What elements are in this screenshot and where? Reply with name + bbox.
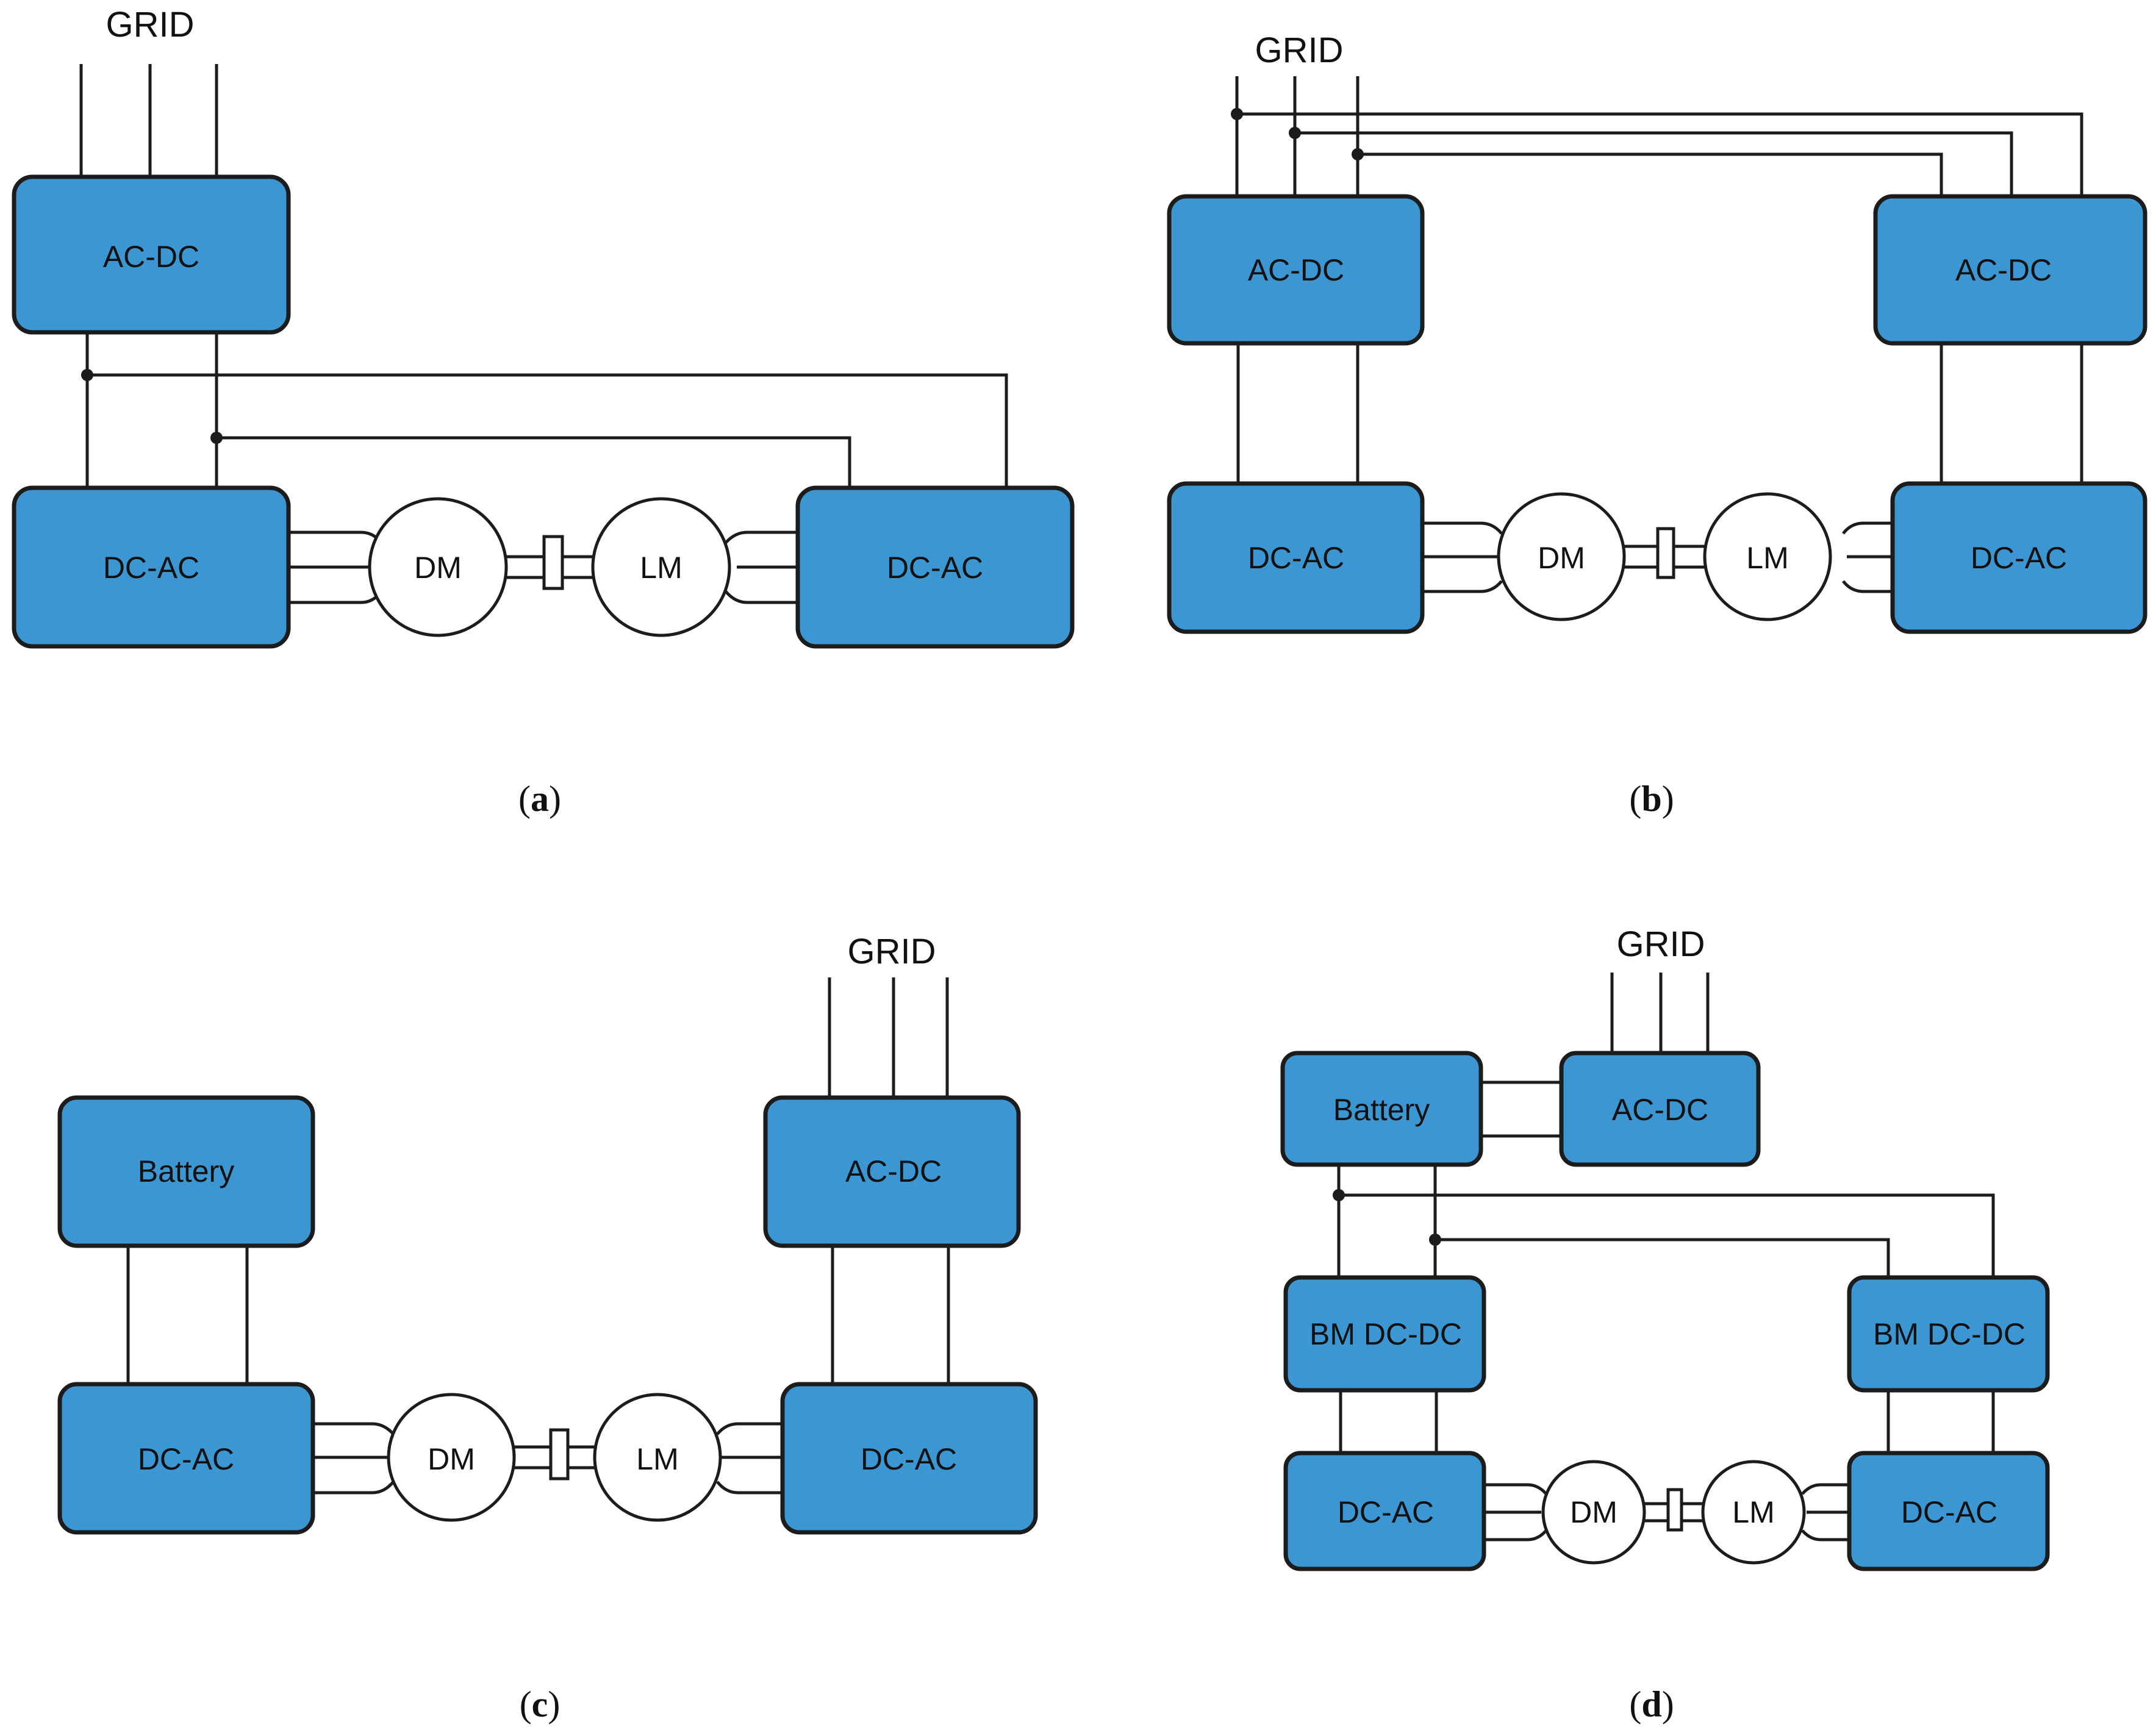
- dm-label: DM: [1538, 541, 1585, 575]
- acdc-block: [1559, 1051, 1761, 1167]
- acdc-right-label: AC-DC: [1955, 253, 2052, 287]
- load-motor: [593, 1393, 722, 1522]
- dcac-left-label: DC-AC: [1338, 1495, 1434, 1529]
- panel-d: GRID Battery AC-DC BM DC-DC BM DC-DC DC-…: [1280, 924, 2050, 1724]
- acdc-label: AC-DC: [1612, 1093, 1708, 1127]
- acdc-label: AC-DC: [103, 240, 199, 274]
- drive-motor: [1497, 492, 1626, 621]
- acdc-left-label: AC-DC: [1248, 253, 1344, 287]
- lm-label: LM: [1732, 1495, 1774, 1529]
- dcac-left-label: DC-AC: [1248, 541, 1344, 575]
- dcac-block-left: [1167, 481, 1425, 634]
- dcac-block-left: [57, 1382, 315, 1535]
- dcac-right-label: DC-AC: [1901, 1495, 1997, 1529]
- dcac-left-label: DC-AC: [103, 551, 199, 585]
- dcac-left-label: DC-AC: [138, 1442, 234, 1476]
- drive-motor: [1541, 1460, 1646, 1565]
- bm-left-label: BM DC-DC: [1309, 1317, 1462, 1351]
- lm-label: LM: [636, 1442, 678, 1476]
- battery-label: Battery: [138, 1154, 234, 1188]
- dcac-right-label: DC-AC: [1971, 541, 2067, 575]
- dcac-block-right: [795, 485, 1075, 649]
- grid-label: GRID: [1617, 924, 1705, 964]
- caption-d: (d): [1629, 1684, 1674, 1724]
- drive-motor: [387, 1393, 516, 1522]
- caption-a: (a): [518, 779, 561, 819]
- caption-b: (b): [1629, 779, 1674, 819]
- dm-label: DM: [414, 551, 462, 585]
- battery-block: [57, 1095, 315, 1248]
- dcac-block-right: [780, 1382, 1038, 1535]
- grid-label: GRID: [1255, 30, 1344, 70]
- dcac-block-left: [12, 485, 291, 649]
- acdc-block-left: [1167, 194, 1425, 346]
- drive-motor: [368, 497, 508, 637]
- load-motor: [1703, 492, 1832, 621]
- grid-label: GRID: [848, 932, 936, 971]
- caption-c: (c): [520, 1684, 561, 1724]
- grid-label: GRID: [106, 5, 195, 45]
- dcac-block-left: [1283, 1451, 1486, 1571]
- lm-label: LM: [1746, 541, 1788, 575]
- dcac-right-label: DC-AC: [861, 1442, 957, 1476]
- dcac-right-label: DC-AC: [887, 551, 983, 585]
- acdc-label: AC-DC: [845, 1154, 942, 1188]
- lm-label: LM: [640, 551, 682, 585]
- acdc-block: [763, 1095, 1021, 1248]
- battery-block: [1280, 1051, 1483, 1167]
- dm-label: DM: [428, 1442, 475, 1476]
- dcac-block-right: [1890, 481, 2148, 634]
- dcac-block-right: [1847, 1451, 2050, 1571]
- bm-dcdc-block-left: [1283, 1275, 1486, 1393]
- battery-label: Battery: [1333, 1093, 1430, 1127]
- acdc-block: [12, 174, 291, 335]
- load-motor: [1701, 1460, 1806, 1565]
- dm-label: DM: [1570, 1495, 1617, 1529]
- acdc-block-right: [1873, 194, 2148, 346]
- panel-b: GRID AC-DC AC-DC DC-AC DC-AC DM LM (b): [1167, 30, 2148, 819]
- panel-c: GRID Battery AC-DC DC-AC DC-AC DM LM (c): [57, 932, 1038, 1724]
- panel-a: GRID AC-DC DC-AC DC-AC DM LM (a): [12, 5, 1075, 819]
- load-motor: [591, 497, 731, 637]
- bm-right-label: BM DC-DC: [1873, 1317, 2026, 1351]
- bm-dcdc-block-right: [1847, 1275, 2050, 1393]
